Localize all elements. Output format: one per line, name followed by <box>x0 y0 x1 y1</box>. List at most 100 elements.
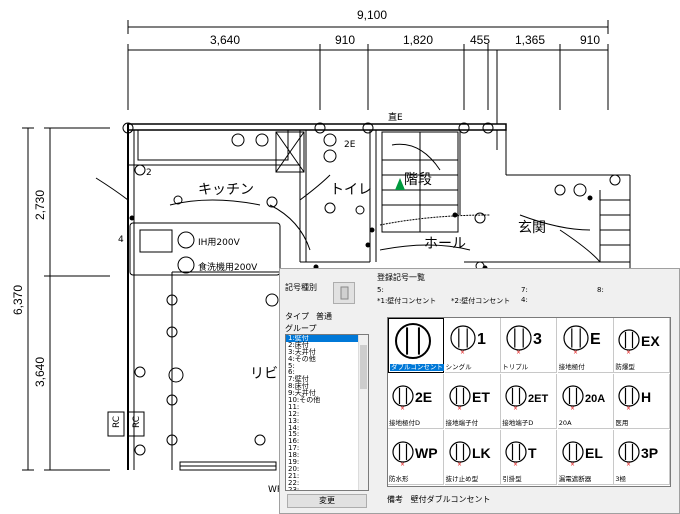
group-item[interactable]: 12: <box>288 409 300 418</box>
symbol-cell[interactable]: ×3P 3極 <box>614 430 671 485</box>
symbol-code: 3 <box>533 331 542 348</box>
group-item[interactable]: 22: <box>288 478 300 487</box>
symbol-code: E <box>590 331 601 348</box>
insertion-mark: × <box>516 349 521 356</box>
tab-5[interactable]: 5: <box>377 286 384 294</box>
insertion-mark: × <box>626 349 631 356</box>
group-item[interactable]: 18: <box>288 451 300 460</box>
dim-width-1: 3,640 <box>210 33 240 47</box>
group-item[interactable]: 15: <box>288 430 300 439</box>
dim-width-5: 1,365 <box>515 33 545 47</box>
group-item[interactable]: 7:壁付 <box>288 375 309 384</box>
symbol-caption: 接地端子付 <box>445 419 479 427</box>
symbol-cell[interactable]: ×WP 防水形 <box>388 430 444 485</box>
type-label: タイプ <box>285 312 309 321</box>
insertion-mark: × <box>626 461 631 468</box>
group-item[interactable]: 19: <box>288 458 300 467</box>
dim-left-total: 6,370 <box>11 285 25 315</box>
symbol-caption: 接地極付D <box>389 419 421 427</box>
label-direct-e: 直E <box>388 111 403 123</box>
outlet-symbol-icon: ×3 <box>506 325 542 356</box>
dim-left-upper: 2,730 <box>33 190 47 220</box>
symbol-cell[interactable]: ×LK 抜け止め型 <box>444 430 501 485</box>
symbol-code: 1 <box>477 331 486 348</box>
label-rc-1: RC <box>112 416 122 428</box>
group-item[interactable]: 16: <box>288 437 300 446</box>
group-item[interactable]: 23: <box>288 485 300 491</box>
tab-1-wall-outlet[interactable]: *1:壁付コンセント <box>377 297 437 305</box>
outlet-symbol-icon: ×T <box>505 441 537 468</box>
outlet-symbol-icon: ×EX <box>618 329 661 356</box>
group-item[interactable]: 5: <box>288 361 295 370</box>
group-item[interactable]: 10:その他 <box>288 396 321 405</box>
symbol-caption: 接地端子D <box>502 419 534 427</box>
outlet-symbol-icon: ×3P <box>618 441 659 468</box>
room-stairs: 階段 <box>404 172 432 188</box>
group-item[interactable]: 8:床付 <box>288 382 309 391</box>
insertion-mark: × <box>457 461 462 468</box>
tab-7[interactable]: 7: <box>521 286 528 294</box>
scrollbar-thumb[interactable] <box>360 345 367 389</box>
label-num-2: 2 <box>146 168 152 178</box>
dim-width-6: 910 <box>580 33 600 47</box>
outlet-symbol-icon: ×ET <box>448 385 490 412</box>
dim-total-width: 9,100 <box>357 8 387 22</box>
symbol-code: T <box>528 445 537 461</box>
symbol-caption: 3極 <box>615 475 627 483</box>
outlet-symbol-icon: ×LK <box>448 441 490 468</box>
group-item[interactable]: 3:天井付 <box>288 347 316 356</box>
label-dishwasher-200v: 食洗機用200V <box>198 261 258 273</box>
symbol-kind-button[interactable] <box>333 282 355 304</box>
group-item[interactable]: 14: <box>288 423 300 432</box>
group-item[interactable]: 21: <box>288 471 300 480</box>
dim-left-lower: 3,640 <box>33 357 47 387</box>
room-kitchen: キッチン <box>198 182 254 198</box>
symbol-caption: 抜け止め型 <box>445 475 479 483</box>
symbol-caption: 防水形 <box>389 475 409 483</box>
symbol-cell[interactable]: ×T 引掛型 <box>501 430 558 485</box>
symbol-cell[interactable]: ×ET 接地端子付 <box>444 374 501 429</box>
tab-row: 5: *1:壁付コンセント *2:壁付コンセント 4: 7: 8: <box>377 286 677 308</box>
group-scrollbar[interactable] <box>358 335 368 490</box>
group-item[interactable]: 11: <box>288 402 300 411</box>
symbol-caption: 防爆型 <box>615 363 635 371</box>
group-item[interactable]: 17: <box>288 444 300 453</box>
group-item[interactable]: 2:床付 <box>288 340 309 349</box>
symbol-caption: 医用 <box>615 419 629 427</box>
group-item[interactable]: 1:壁付 <box>286 335 368 342</box>
symbol-cell[interactable]: ×EX 防爆型 <box>614 318 671 373</box>
group-item[interactable]: 13: <box>288 416 300 425</box>
symbol-caption: 引掛型 <box>502 475 522 483</box>
group-item[interactable]: 9:天井付 <box>288 389 316 398</box>
outlet-symbol-icon: ×2ET <box>505 385 549 412</box>
tab-2-wall-outlet[interactable]: *2:壁付コンセント <box>451 297 511 305</box>
dim-width-3: 1,820 <box>403 33 433 47</box>
insertion-mark: × <box>513 405 518 412</box>
group-item[interactable]: 6: <box>288 368 295 377</box>
outlet-symbol-icon: ×WP <box>392 441 438 468</box>
symbol-cell[interactable]: ダブルコンセント <box>388 318 444 373</box>
room-toilet: トイレ <box>330 182 372 198</box>
symbol-caption: 接地極付 <box>558 363 585 371</box>
symbol-cell[interactable]: ×2ET 接地端子D <box>501 374 558 429</box>
change-button[interactable]: 変更 <box>287 494 367 508</box>
group-item[interactable]: 4:その他 <box>288 354 316 363</box>
group-item[interactable]: 20: <box>288 464 300 473</box>
tab-4[interactable]: 4: <box>521 296 528 304</box>
symbol-code: ET <box>472 389 490 405</box>
tab-8[interactable]: 8: <box>597 286 604 294</box>
insertion-mark: × <box>460 349 465 356</box>
outlet-symbol-icon: ×20A <box>562 385 605 412</box>
symbol-code: H <box>641 389 651 405</box>
